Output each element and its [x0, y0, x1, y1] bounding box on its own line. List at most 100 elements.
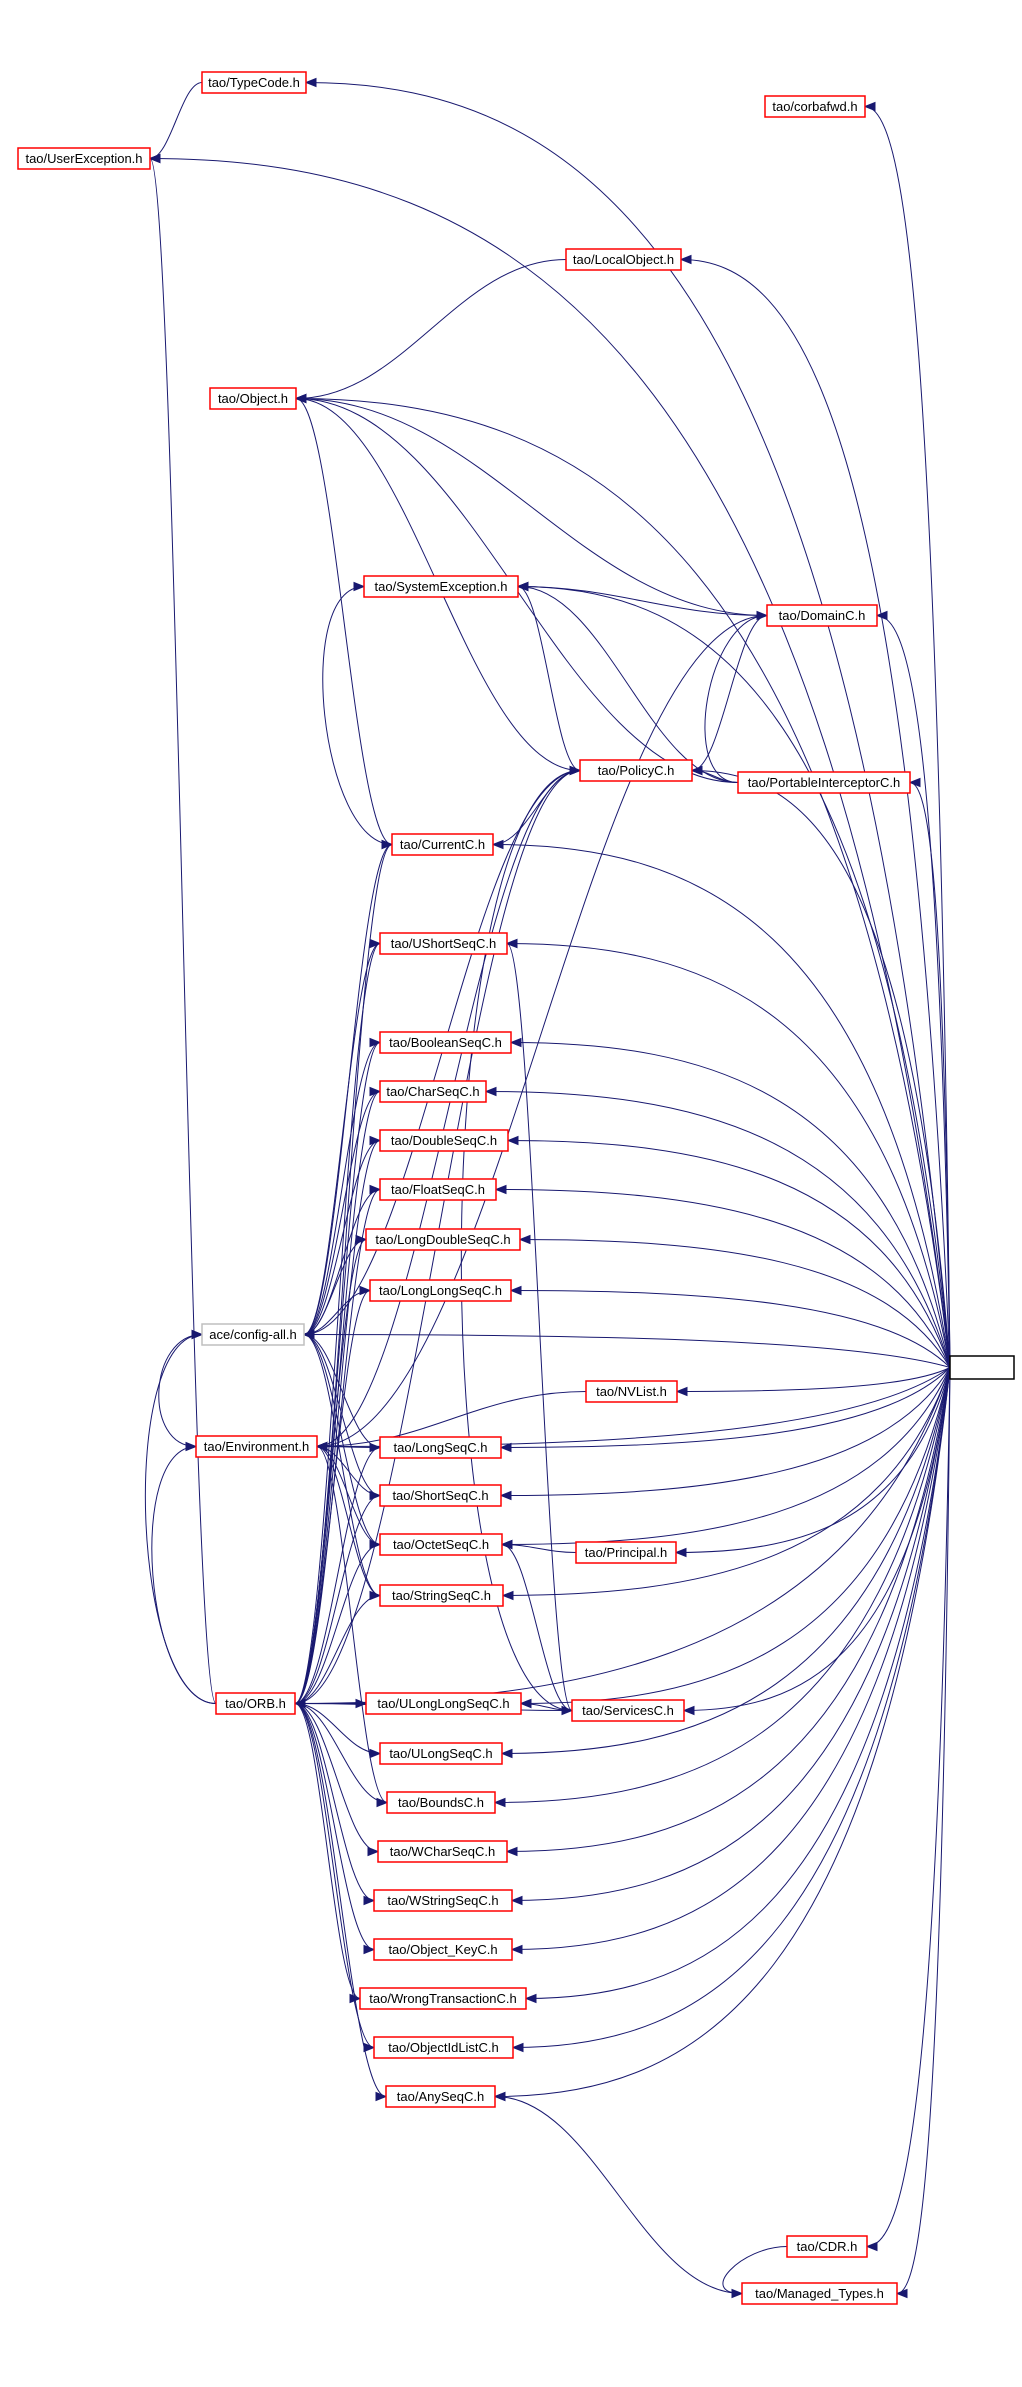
node-stringseqc[interactable]: tao/StringSeqC.h [379, 1584, 504, 1607]
node-doubleseqc[interactable]: tao/DoubleSeqC.h [379, 1129, 509, 1152]
edge-stringseqc-to-configall [303, 1334, 381, 1596]
node-booleanseqc-label: tao/BooleanSeqC.h [389, 1035, 502, 1050]
node-nvlist-label: tao/NVList.h [596, 1384, 667, 1399]
node-typecode-label: tao/TypeCode.h [208, 75, 300, 90]
node-corba-label: corba.h [960, 1360, 1003, 1375]
edge-orb-to-boundsc-arrowhead [376, 1797, 389, 1808]
edge-corba-to-objectidlistc [512, 1367, 951, 2048]
edge-domainc-to-systemexception [517, 586, 768, 616]
edge-orb-to-ulongseqc-arrowhead [369, 1748, 382, 1759]
node-booleanseqc[interactable]: tao/BooleanSeqC.h [379, 1031, 512, 1054]
node-corba[interactable]: corba.h [949, 1355, 1015, 1380]
edge-orb-to-longseqc [294, 1447, 381, 1704]
node-wcharseqc[interactable]: tao/WCharSeqC.h [377, 1840, 508, 1863]
edge-corba-to-principal [675, 1367, 951, 1553]
node-environment-label: tao/Environment.h [204, 1439, 310, 1454]
edge-localobject-to-object [295, 259, 567, 399]
edge-longseqc-to-configall [303, 1334, 381, 1448]
edge-corba-to-servicesc [683, 1367, 951, 1711]
node-principal[interactable]: tao/Principal.h [575, 1541, 677, 1564]
edge-environment-to-configall [158, 1334, 203, 1447]
edge-corba-to-octetseqc [501, 1367, 951, 1545]
edge-corba-to-objectidlistc-arrowhead [511, 2042, 524, 2053]
node-typecode[interactable]: tao/TypeCode.h [201, 71, 307, 94]
node-boundsc[interactable]: tao/BoundsC.h [386, 1791, 496, 1814]
node-servicesc[interactable]: tao/ServicesC.h [571, 1699, 685, 1722]
edge-corba-to-longdoubleseqc [519, 1239, 951, 1368]
node-nvlist[interactable]: tao/NVList.h [585, 1380, 678, 1403]
node-cdr-label: tao/CDR.h [797, 2239, 858, 2254]
node-ulonglongseqc[interactable]: tao/ULongLongSeqC.h [365, 1692, 522, 1715]
edge-servicesc-to-octetseqc-arrowhead [500, 1539, 513, 1550]
node-objectidlistc[interactable]: tao/ObjectIdListC.h [373, 2036, 514, 2059]
edge-domainc-to-object [295, 398, 768, 616]
edge-corba-to-wrongtransactionc [525, 1367, 951, 1999]
node-cdr[interactable]: tao/CDR.h [786, 2235, 868, 2258]
edge-corba-to-longseqc [500, 1367, 951, 1448]
edge-domainc-to-policyc-arrowhead [690, 765, 703, 776]
node-shortseqc-box [379, 1484, 502, 1507]
node-object[interactable]: tao/Object.h [209, 387, 297, 410]
edge-orb-to-longlongseqc [294, 1290, 371, 1704]
node-servicesc-label: tao/ServicesC.h [582, 1703, 674, 1718]
node-floatseqc[interactable]: tao/FloatSeqC.h [379, 1178, 497, 1201]
node-charseqc[interactable]: tao/CharSeqC.h [379, 1080, 487, 1103]
node-userexception[interactable]: tao/UserException.h [17, 147, 151, 170]
node-userexception-label: tao/UserException.h [25, 151, 142, 166]
node-longlongseqc[interactable]: tao/LongLongSeqC.h [369, 1279, 512, 1302]
edge-orb-to-stringseqc-arrowhead [369, 1590, 382, 1601]
edge-corba-to-anyseqc [494, 1367, 951, 2097]
node-anyseqc[interactable]: tao/AnySeqC.h [385, 2085, 496, 2108]
edge-corba-to-shortseqc [500, 1367, 951, 1496]
node-longseqc-label: tao/LongSeqC.h [394, 1440, 488, 1455]
node-managedtypes[interactable]: tao/Managed_Types.h [741, 2282, 898, 2305]
node-ushortseqc-label: tao/UShortSeqC.h [391, 936, 497, 951]
node-shortseqc[interactable]: tao/ShortSeqC.h [379, 1484, 502, 1507]
node-octetseqc[interactable]: tao/OctetSeqC.h [379, 1533, 503, 1556]
node-managedtypes-label: tao/Managed_Types.h [755, 2286, 884, 2301]
edge-orb-to-objectkeyc [294, 1703, 375, 1950]
node-portableinterceptorc-label: tao/PortableInterceptorC.h [748, 775, 900, 790]
edge-corba-to-ulongseqc-arrowhead [500, 1748, 513, 1759]
node-localobject[interactable]: tao/LocalObject.h [565, 248, 682, 271]
node-servicesc-box [571, 1699, 685, 1722]
node-currentc-label: tao/CurrentC.h [400, 837, 485, 852]
node-ulongseqc[interactable]: tao/ULongSeqC.h [379, 1742, 503, 1765]
node-octetseqc-label: tao/OctetSeqC.h [393, 1537, 489, 1552]
edge-corba-to-object [295, 398, 951, 1368]
edge-corba-to-servicesc-arrowhead [682, 1705, 695, 1716]
edge-orb-to-wcharseqc [294, 1703, 379, 1852]
node-configall[interactable]: ace/config-all.h [201, 1323, 305, 1346]
node-cdr-box [786, 2235, 868, 2258]
node-ushortseqc[interactable]: tao/UShortSeqC.h [379, 932, 508, 955]
edge-boundsc-to-environment [316, 1446, 388, 1803]
node-policyc[interactable]: tao/PolicyC.h [579, 759, 693, 782]
node-domainc-label: tao/DomainC.h [779, 608, 866, 623]
node-orb[interactable]: tao/ORB.h [215, 1692, 296, 1715]
edge-booleanseqc-to-configall [303, 1042, 381, 1335]
node-nvlist-box [585, 1380, 678, 1403]
node-longdoubleseqc[interactable]: tao/LongDoubleSeqC.h [365, 1228, 521, 1251]
node-portableinterceptorc[interactable]: tao/PortableInterceptorC.h [737, 771, 911, 794]
edge-corba-to-managedtypes [896, 1367, 951, 2294]
node-wrongtransactionc[interactable]: tao/WrongTransactionC.h [359, 1987, 527, 2010]
edge-corba-to-managedtypes-arrowhead [895, 2288, 908, 2299]
edge-octetseqc-to-configall [303, 1334, 381, 1545]
edge-orb-to-servicesc-arrowhead [561, 1705, 574, 1716]
edge-corba-to-currentc-arrowhead [491, 839, 504, 850]
node-longseqc[interactable]: tao/LongSeqC.h [379, 1436, 502, 1459]
node-stringseqc-box [379, 1584, 504, 1607]
edge-corba-to-doubleseqc-arrowhead [506, 1135, 519, 1146]
node-objectkeyc[interactable]: tao/Object_KeyC.h [373, 1938, 513, 1961]
node-currentc[interactable]: tao/CurrentC.h [391, 833, 494, 856]
node-systemexception-box [363, 575, 519, 598]
node-systemexception[interactable]: tao/SystemException.h [363, 575, 519, 598]
node-environment[interactable]: tao/Environment.h [195, 1435, 318, 1458]
edge-corba-to-charseqc-arrowhead [484, 1086, 497, 1097]
node-corbafwd[interactable]: tao/corbafwd.h [764, 95, 866, 118]
node-wstringseqc[interactable]: tao/WStringSeqC.h [373, 1889, 513, 1912]
node-domainc[interactable]: tao/DomainC.h [766, 604, 878, 627]
edge-corba-to-booleanseqc [510, 1042, 951, 1368]
edge-corba-to-objectkeyc-arrowhead [510, 1944, 523, 1955]
